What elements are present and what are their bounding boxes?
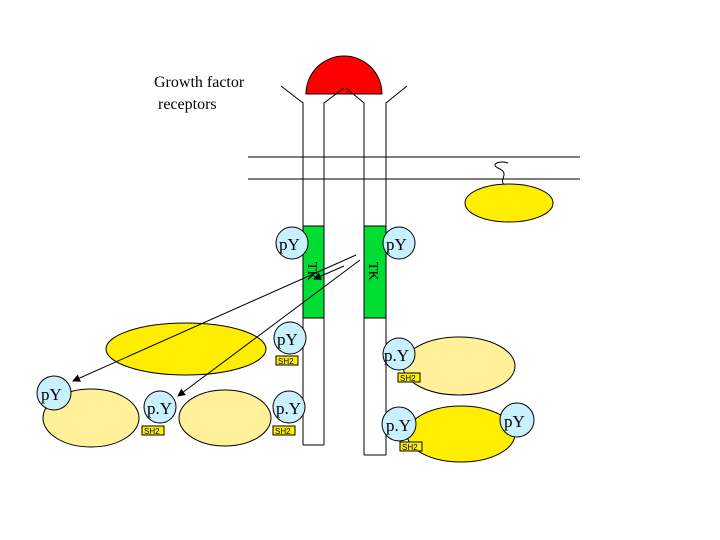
py-circle-receptor-mid (273, 321, 307, 355)
py-circle-far-right (499, 402, 535, 438)
py-circle-left-receptor (275, 226, 309, 260)
py-label-bottom-2: p.Y (147, 399, 172, 418)
tk-domain-left (302, 225, 325, 319)
py-label-right-receptor: pY (386, 235, 407, 254)
py-circle-right-receptor (382, 226, 416, 260)
bright-protein-bottom-right (406, 405, 516, 463)
arrow-to-bottom-mid (177, 259, 361, 397)
diagram-title: Growth factor receptors (154, 72, 284, 116)
py-circle-bottom-2 (143, 390, 177, 424)
sh2-box-bottom-right (399, 441, 423, 452)
py-label-far-right: pY (504, 412, 525, 431)
title-line-1: Growth factor (154, 74, 245, 91)
py-circle-receptor-low (272, 390, 306, 424)
growth-factor-ligand (305, 55, 383, 95)
py-label-left-receptor: pY (279, 235, 300, 254)
sh2-box-right-mid (397, 372, 421, 383)
tk-label-right: TK (365, 262, 380, 281)
pale-protein-right (402, 336, 516, 396)
receptor-right (345, 85, 408, 456)
sh2-box-receptor-low (272, 425, 296, 436)
py-circle-bottom-1 (36, 375, 72, 411)
py-label-right-mid: p.Y (384, 346, 409, 365)
py-label-bottom-right: p.Y (386, 416, 411, 435)
sh2-label-receptor-low: SH2 (275, 427, 291, 436)
py-circle-bottom-right (381, 406, 417, 442)
adaptor-protein-large (105, 322, 267, 376)
sh2-label-right-mid: SH2 (400, 374, 416, 383)
anchor-tail (494, 161, 509, 187)
membrane-protein (464, 183, 554, 223)
pale-protein-bottom-2 (178, 389, 272, 447)
arrow-to-bottom-left (72, 254, 357, 382)
arrow-to-left-tk (313, 265, 345, 280)
sh2-label-bottom-right: SH2 (402, 443, 418, 452)
py-circle-right-mid (382, 337, 416, 371)
sh2-box-bottom-2 (141, 425, 165, 436)
sh2-box-large (275, 355, 299, 366)
title-line-2: receptors (158, 96, 217, 113)
tk-domain-right (363, 225, 387, 319)
sh2-label-bottom-2: SH2 (144, 427, 160, 436)
py-label-receptor-mid: pY (277, 330, 298, 349)
py-label-receptor-low: p.Y (276, 399, 301, 418)
sh2-label-large: SH2 (278, 357, 294, 366)
py-label-bottom-1: pY (41, 385, 62, 404)
